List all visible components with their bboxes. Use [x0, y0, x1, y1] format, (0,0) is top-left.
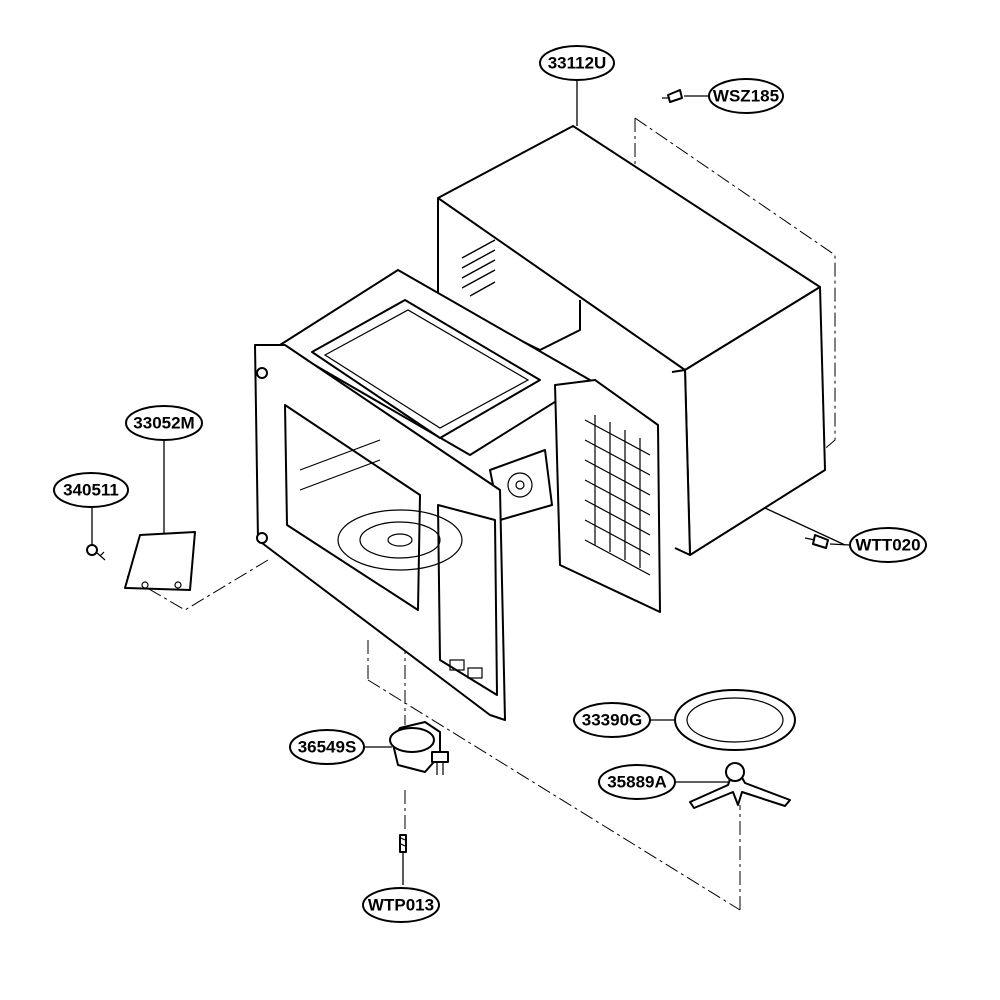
- label-WSZ185: WSZ185: [708, 78, 784, 114]
- label-33390G: 33390G: [573, 702, 651, 738]
- svg-text:35889A: 35889A: [607, 773, 667, 792]
- label-36549S: 36549S: [289, 729, 365, 765]
- svg-text:33390G: 33390G: [582, 711, 643, 730]
- label-340511: 340511: [53, 472, 129, 508]
- label-35889A: 35889A: [598, 764, 676, 800]
- leader-lines: [91, 80, 851, 885]
- outer-cabinet: [437, 125, 826, 556]
- side-vent-grid: [584, 415, 651, 576]
- cover-screw: [86, 544, 106, 561]
- top-screw: [662, 89, 683, 103]
- label-33112U: 33112U: [539, 45, 615, 81]
- svg-text:WSZ185: WSZ185: [713, 87, 779, 106]
- label-WTP013: WTP013: [362, 887, 440, 923]
- cabinet-vent-slots: [461, 239, 496, 297]
- motor-screw: [399, 834, 407, 853]
- label-33052M: 33052M: [125, 405, 203, 441]
- svg-text:WTT020: WTT020: [855, 536, 920, 555]
- svg-text:36549S: 36549S: [298, 738, 357, 757]
- turntable-motor: [389, 721, 449, 775]
- cover-plate: [124, 531, 196, 591]
- roller-guide: [689, 762, 791, 809]
- turntable-tray: [674, 689, 796, 751]
- svg-text:33112U: 33112U: [548, 54, 607, 73]
- svg-text:33052M: 33052M: [133, 414, 194, 433]
- label-WTT020: WTT020: [849, 527, 927, 563]
- svg-text:WTP013: WTP013: [368, 896, 434, 915]
- svg-text:340511: 340511: [63, 481, 119, 500]
- side-screw: [804, 534, 829, 549]
- oven-chassis: [254, 269, 661, 721]
